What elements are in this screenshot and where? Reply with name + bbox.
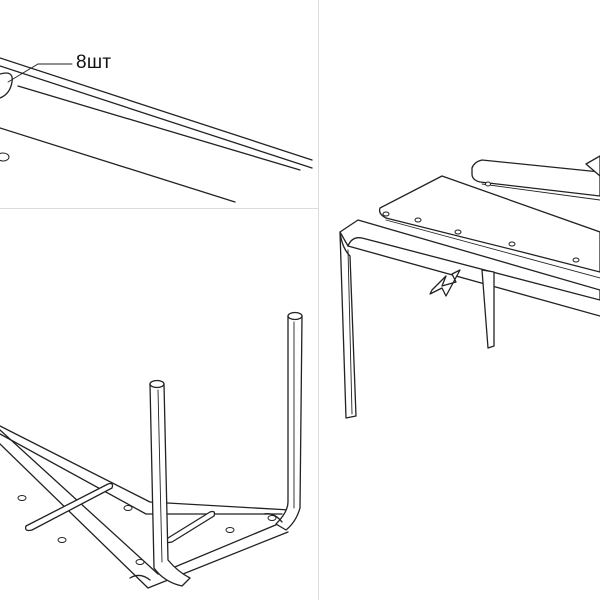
- rail-edge-top: [0, 57, 313, 161]
- direction-arrow-front: [429, 269, 461, 297]
- frame-hole-2: [123, 505, 133, 511]
- rail-end-curve: [0, 72, 13, 99]
- tabletop-panel-edge: [385, 219, 600, 279]
- rail-edge-bottom: [0, 127, 236, 203]
- frame-hole-3: [57, 537, 67, 543]
- frame-top-rail: [339, 219, 600, 301]
- tabletop-panel: [378, 175, 600, 273]
- leg-front-edge: [157, 389, 163, 563]
- table-leg-front-left-edge: [347, 249, 353, 415]
- tabletop-peg-1: [382, 211, 390, 217]
- table-leg-front-left: [339, 231, 357, 419]
- frame-hole-4: [135, 559, 145, 565]
- extension-board-edge: [481, 183, 600, 201]
- upright-table-drawing: [339, 155, 600, 419]
- table-leg-back: [481, 269, 495, 349]
- rail-edge-top-inner: [0, 65, 313, 169]
- frame-bottom-edge: [347, 245, 600, 317]
- tabletop-peg-3: [454, 229, 462, 235]
- tabletop-peg-5: [572, 257, 580, 263]
- frame-slot-2: [166, 510, 216, 544]
- tabletop-near-edge: [0, 443, 289, 589]
- frame-outer-edge: [0, 433, 283, 515]
- leg-front-cap: [149, 379, 165, 389]
- leg-back: [275, 312, 303, 531]
- callout-leader-line: [7, 63, 73, 83]
- tabletop-peg-2: [414, 217, 422, 223]
- detail-view-rail: 8шт: [0, 0, 316, 205]
- frame-hole-6: [267, 515, 277, 521]
- leg-back-cap: [287, 311, 303, 321]
- leg-front: [149, 380, 191, 587]
- outline-arrow-icon: [429, 269, 461, 297]
- screw-hole: [0, 152, 10, 162]
- outline-arrow-icon: [585, 155, 600, 177]
- upside-down-table-drawing: [0, 311, 303, 589]
- assembly-view-upside-down: [0, 212, 316, 600]
- corner-bracket-front: [129, 574, 151, 581]
- frame-hole-5: [225, 527, 235, 533]
- tabletop-far-edge: [0, 429, 279, 575]
- direction-arrow-top: [585, 155, 600, 177]
- rail-groove-line: [17, 85, 301, 171]
- corner-bracket-right: [263, 513, 283, 523]
- assembly-view-upright: [322, 0, 600, 600]
- rail-closeup-drawing: [0, 57, 313, 203]
- extension-board: [471, 159, 600, 197]
- tabletop-peg-4: [508, 241, 516, 247]
- screw-count-label: 8шт: [76, 52, 112, 73]
- panel-divider-horizontal: [0, 208, 318, 209]
- frame-inner-edge: [0, 425, 291, 511]
- frame-hole-1: [17, 495, 27, 501]
- panel-divider-vertical: [318, 0, 319, 600]
- extension-peg-1: [485, 181, 491, 187]
- frame-slot-1: [24, 482, 114, 532]
